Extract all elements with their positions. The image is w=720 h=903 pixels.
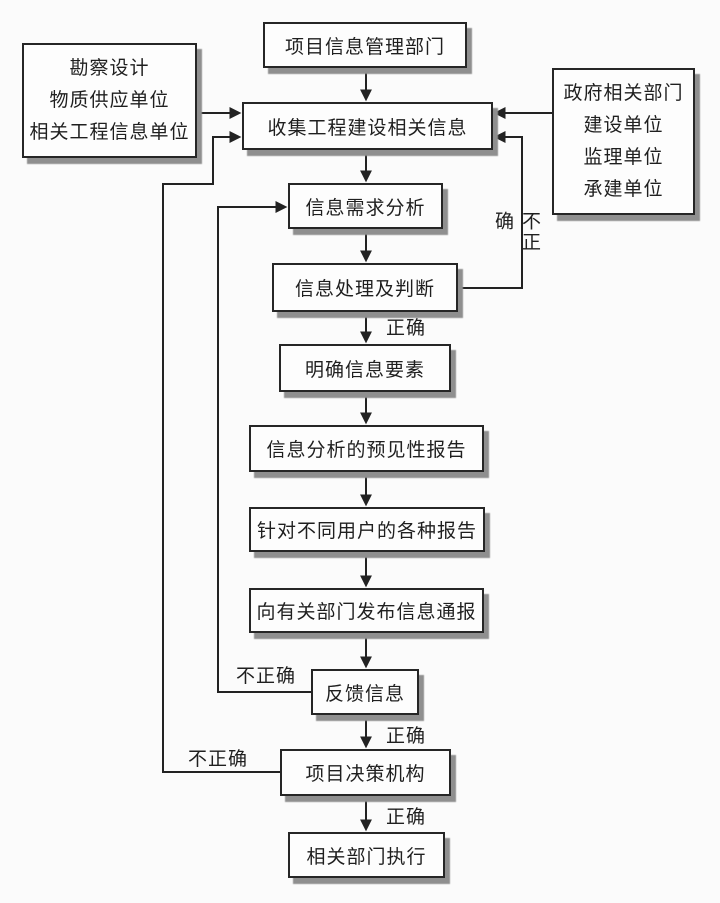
node-process-judge: 信息处理及判断 — [272, 263, 458, 312]
node-demand-analysis: 信息需求分析 — [288, 183, 443, 229]
right-source-line: 政府相关部门 — [563, 83, 684, 105]
left-source-line: 相关工程信息单位 — [29, 121, 190, 143]
node-depts-execute: 相关部门执行 — [288, 832, 445, 878]
node-decision-body: 项目决策机构 — [280, 749, 451, 796]
label-decision-correct: 正确 — [386, 807, 427, 828]
edge-process-incorrect-loop — [458, 131, 523, 289]
right-source-line: 监理单位 — [583, 146, 664, 168]
left-source-line: 物质供应单位 — [49, 89, 170, 111]
label-feedback-correct: 正确 — [386, 726, 427, 747]
node-label: 项目信息管理部门 — [284, 36, 445, 58]
node-label: 明确信息要素 — [304, 359, 425, 381]
node-label: 针对不同用户的各种报告 — [256, 521, 477, 542]
right-source-line: 承建单位 — [583, 178, 664, 200]
node-collect-info: 收集工程建设相关信息 — [242, 102, 493, 150]
node-clarify-elements: 明确信息要素 — [279, 344, 451, 392]
label-process-correct: 正确 — [386, 318, 427, 339]
edge-decision-incorrect-loop — [162, 131, 280, 773]
right-source-line: 建设单位 — [583, 115, 664, 137]
label-feedback-incorrect: 不正确 — [236, 666, 297, 687]
node-right-sources: 政府相关部门 建设单位 监理单位 承建单位 — [552, 68, 695, 215]
node-user-reports: 针对不同用户的各种报告 — [249, 507, 485, 552]
label-decision-incorrect: 不正确 — [188, 749, 249, 770]
node-info-management-dept: 项目信息管理部门 — [263, 22, 467, 68]
node-feedback-info: 反馈信息 — [311, 669, 419, 715]
node-label: 反馈信息 — [324, 683, 405, 705]
node-label: 向有关部门发布信息通报 — [256, 602, 477, 623]
node-label: 收集工程建设相关信息 — [267, 117, 468, 139]
label-process-incorrect: 不正确 — [492, 211, 540, 253]
node-label: 项目决策机构 — [305, 764, 426, 785]
node-publish-notify: 向有关部门发布信息通报 — [249, 588, 484, 633]
node-left-sources: 勘察设计 物质供应单位 相关工程信息单位 — [22, 43, 197, 158]
left-source-line: 勘察设计 — [69, 58, 150, 80]
node-label: 信息需求分析 — [305, 197, 426, 219]
node-label: 信息分析的预见性报告 — [266, 440, 467, 461]
node-label: 信息处理及判断 — [294, 279, 435, 300]
node-forecast-report: 信息分析的预见性报告 — [249, 425, 484, 472]
edge-feedback-incorrect-loop — [217, 201, 311, 693]
node-label: 相关部门执行 — [306, 846, 427, 868]
